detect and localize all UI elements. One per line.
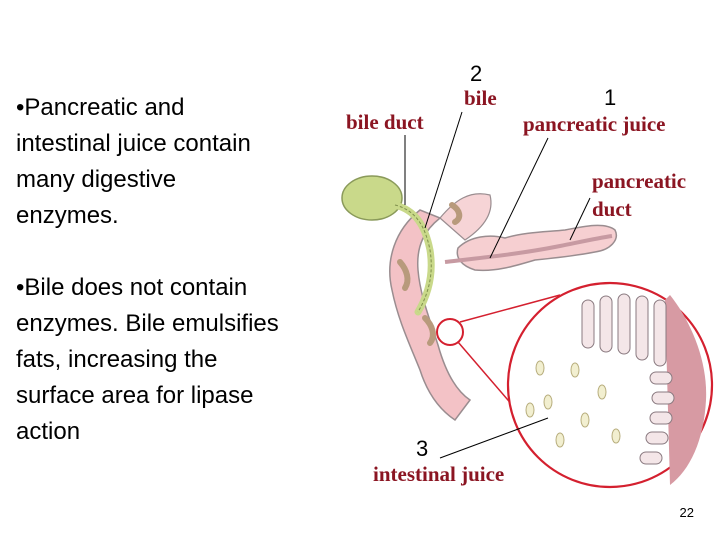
bullet-bile: •Bile does not contain enzymes. Bile emu… bbox=[16, 274, 279, 445]
pancreas bbox=[456, 224, 617, 272]
bullet-enzymes: •Pancreatic and intestinal juice contain… bbox=[16, 94, 251, 229]
number-3: 3 bbox=[416, 436, 429, 461]
pointer-bile bbox=[424, 111, 463, 229]
villi-wall bbox=[665, 295, 707, 485]
bile-duct-tube-outline bbox=[394, 204, 432, 313]
label-duct: duct bbox=[592, 197, 632, 221]
page-number: 22 bbox=[679, 505, 694, 520]
label-pancreatic-juice: pancreatic juice bbox=[523, 112, 666, 136]
number-2: 2 bbox=[470, 61, 483, 86]
number-1: 1 bbox=[604, 85, 617, 110]
enzyme-droplets bbox=[525, 360, 621, 448]
villi bbox=[581, 293, 675, 465]
zoom-connector bbox=[459, 294, 561, 323]
zoom-origin-circle bbox=[436, 318, 464, 346]
label-intestinal-juice: intestinal juice bbox=[373, 462, 505, 486]
stomach-outline bbox=[439, 193, 492, 241]
pointer-intestinal-juice bbox=[439, 417, 549, 459]
gallbladder bbox=[341, 175, 403, 221]
pancreatic-duct-tube bbox=[444, 234, 613, 264]
intestine-fold bbox=[449, 202, 463, 225]
intestine-fold bbox=[397, 259, 411, 291]
pointer-pancreatic-juice bbox=[489, 137, 549, 259]
bullet-list: •Pancreatic and intestinal juice contain… bbox=[16, 90, 346, 486]
label-bile-duct: bile duct bbox=[346, 110, 424, 134]
intestine-fold bbox=[422, 315, 436, 346]
label-bile: bile bbox=[464, 86, 497, 110]
pointer-pancreatic-duct bbox=[569, 197, 591, 241]
label-pancreatic: pancreatic bbox=[592, 169, 687, 193]
duodenum bbox=[389, 209, 472, 422]
